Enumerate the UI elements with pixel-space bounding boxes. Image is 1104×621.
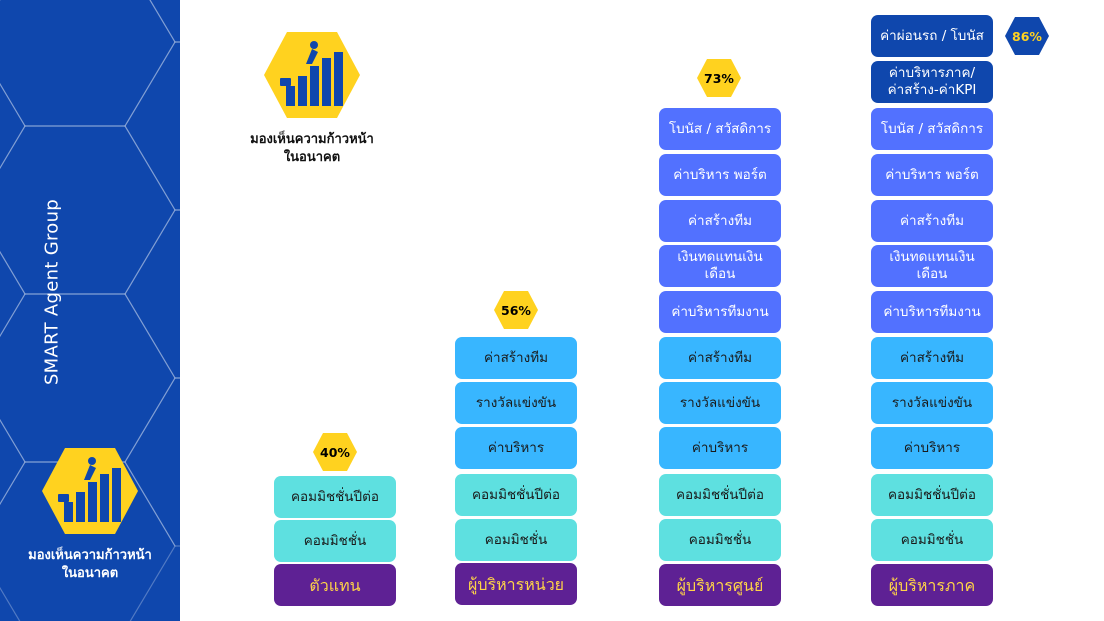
income-item: ค่าบริหารทีมงาน: [659, 291, 781, 333]
header-caption-line1: มองเห็นความก้าวหน้า: [250, 132, 374, 147]
percent-badge-text: 56%: [501, 302, 531, 318]
income-item: ค่าสร้างทีม: [659, 337, 781, 379]
percent-badge-text: 86%: [1012, 28, 1042, 44]
income-item: ค่าสร้างทีม: [455, 337, 577, 379]
percent-badge-text: 40%: [320, 444, 350, 460]
career-growth-icon: [42, 448, 138, 534]
hexagon-pattern: [0, 0, 180, 621]
income-item: คอมมิชชั่นปีต่อ: [871, 474, 993, 516]
income-item: โบนัส / สวัสดิการ: [871, 108, 993, 150]
income-item: ค่าผ่อนรถ / โบนัส: [871, 15, 993, 57]
income-item: ค่าบริหาร: [871, 427, 993, 469]
income-item: รางวัลแข่งขัน: [871, 382, 993, 424]
percent-badge: 73%: [696, 58, 742, 98]
income-item: คอมมิชชั่นปีต่อ: [455, 474, 577, 516]
header-caption: มองเห็นความก้าวหน้า ในอนาคต: [232, 131, 392, 167]
sidebar-caption-line1: มองเห็นความก้าวหน้า: [28, 548, 152, 563]
income-item: ค่าบริหาร พอร์ต: [871, 154, 993, 196]
income-item: คอมมิชชั่น: [659, 519, 781, 561]
percent-badge-text: 73%: [704, 70, 734, 86]
income-item: ค่าบริหาร: [659, 427, 781, 469]
income-item-line: ค่าสร้าง-ค่าKPI: [887, 82, 977, 98]
sidebar-caption-line2: ในอนาคต: [61, 566, 119, 581]
career-growth-icon: [264, 32, 360, 118]
header-caption-line2: ในอนาคต: [283, 150, 341, 165]
sidebar: SMART Agent Group มองเห็นความก้าวหน้า ใน…: [0, 0, 180, 621]
income-item: ค่าบริหาร: [455, 427, 577, 469]
income-item: คอมมิชชั่นปีต่อ: [274, 476, 396, 518]
income-item: คอมมิชชั่น: [455, 519, 577, 561]
income-item: รางวัลแข่งขัน: [455, 382, 577, 424]
level-label: ผู้บริหารภาค: [871, 564, 993, 606]
income-item: เงินทดแทนเงินเดือน: [871, 245, 993, 287]
sidebar-title: SMART Agent Group: [41, 198, 63, 386]
level-label: ผู้บริหารศูนย์: [659, 564, 781, 606]
level-label: ผู้บริหารหน่วย: [455, 563, 577, 605]
percent-badge: 56%: [493, 290, 539, 330]
level-label: ตัวแทน: [274, 564, 396, 606]
income-item: คอมมิชชั่น: [274, 520, 396, 562]
income-item: ค่าสร้างทีม: [871, 337, 993, 379]
income-item: ค่าสร้างทีม: [659, 200, 781, 242]
income-item-line: ค่าบริหารภาค/: [888, 65, 976, 81]
percent-badge: 40%: [312, 432, 358, 472]
income-item: คอมมิชชั่นปีต่อ: [659, 474, 781, 516]
sidebar-caption: มองเห็นความก้าวหน้า ในอนาคต: [0, 547, 180, 583]
income-item: เงินทดแทนเงินเดือน: [659, 245, 781, 287]
income-item-two-line: ค่าบริหารภาค/ ค่าสร้าง-ค่าKPI: [871, 61, 993, 103]
income-item: ค่าสร้างทีม: [871, 200, 993, 242]
income-item: โบนัส / สวัสดิการ: [659, 108, 781, 150]
income-item: คอมมิชชั่น: [871, 519, 993, 561]
income-item: ค่าบริหารทีมงาน: [871, 291, 993, 333]
income-item: ค่าบริหาร พอร์ต: [659, 154, 781, 196]
percent-badge: 86%: [1004, 16, 1050, 56]
income-item: รางวัลแข่งขัน: [659, 382, 781, 424]
